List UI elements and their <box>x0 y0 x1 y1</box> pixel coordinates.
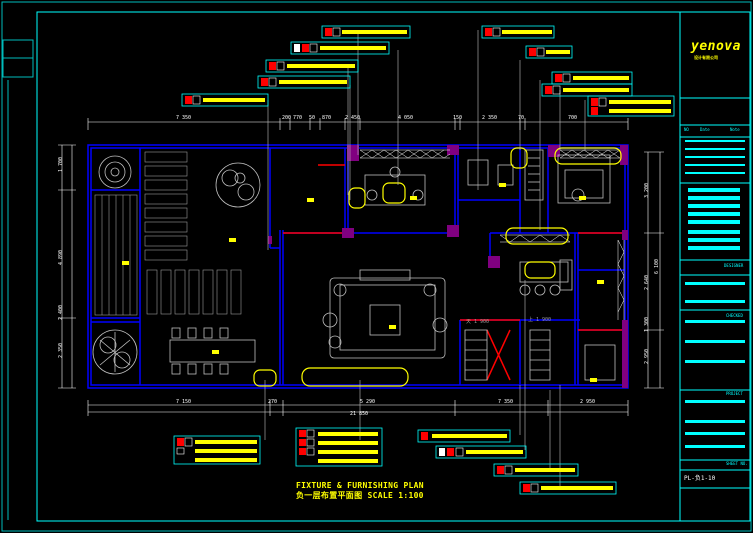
dim-top-3: 770 <box>293 115 303 121</box>
drawing-title-en: FIXTURE & FURNISHING PLAN <box>296 481 424 490</box>
callout-boxes <box>173 25 675 495</box>
plant-symbols <box>92 155 261 375</box>
drawing-title-cn: 负一层布置平面图 SCALE 1:100 <box>296 491 424 500</box>
dim-top-4: 50 <box>309 115 316 121</box>
rev-header-date: Date <box>700 127 710 132</box>
dim-right-5: 2 950 <box>644 348 651 365</box>
highlight-regions <box>253 147 622 387</box>
drawing-number: PL-负1-10 <box>684 475 716 482</box>
company-logo: yenova <box>691 39 741 54</box>
room-tags <box>122 183 604 382</box>
fixture-lines <box>283 164 625 381</box>
dim-left-2: 4 890 <box>58 249 65 266</box>
dim-right-3: 2 640 <box>644 274 651 291</box>
dim-top-1: 7 350 <box>176 115 192 121</box>
dim-right-1: 3 200 <box>644 182 651 199</box>
field-designer: DESIGNER <box>724 263 744 268</box>
dim-bottom-1: 7 150 <box>176 399 192 405</box>
dim-top-8: 150 <box>453 115 463 121</box>
dim-top-7: 4 050 <box>398 115 414 121</box>
dim-left-3: 2 400 <box>58 304 65 321</box>
dim-top-9: 2 350 <box>482 115 498 121</box>
deck-planks <box>94 151 242 316</box>
dimension-lines <box>58 118 664 416</box>
field-sheet-no: SHEET NO. <box>726 461 748 466</box>
company-tagline: 设计有限公司 <box>694 55 718 60</box>
furniture <box>169 149 616 381</box>
dim-right-4: 1 300 <box>644 316 651 333</box>
dim-top-2: 200 <box>282 115 292 121</box>
floor-plan-walls <box>87 144 629 389</box>
dim-bottom-overall: 21 850 <box>350 411 369 417</box>
stair-note-2: 上 1 900 <box>528 317 552 323</box>
dim-bottom-3: 5 290 <box>360 399 376 405</box>
beam-hatch <box>359 149 625 320</box>
field-project: PROJECT <box>726 391 743 396</box>
stair-note-1: 天 1 900 <box>466 319 490 325</box>
dim-right-2: 6 100 <box>654 258 661 275</box>
callout-leaders <box>264 30 586 488</box>
dim-top-6: 2 450 <box>345 115 361 121</box>
field-checked: CHECKED <box>726 313 743 318</box>
dim-bottom-5: 2 950 <box>580 399 596 405</box>
dim-top-10: 70 <box>518 115 525 121</box>
dim-bottom-2: 270 <box>268 399 278 405</box>
dim-top-11: 700 <box>568 115 578 121</box>
structural-columns <box>268 145 628 388</box>
dim-left-1: 1 700 <box>58 156 65 173</box>
rev-header-no: NO <box>684 127 689 132</box>
dim-left-4: 2 350 <box>58 342 65 359</box>
dim-top-5: 870 <box>322 115 332 121</box>
dim-bottom-4: 7 350 <box>498 399 514 405</box>
rev-header-note: Note <box>730 127 740 132</box>
title-block <box>680 97 750 489</box>
